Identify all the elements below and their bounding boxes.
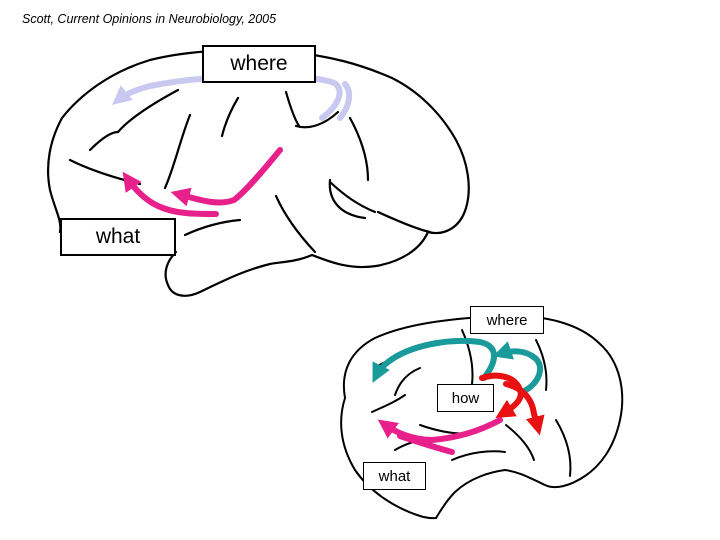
human-where-arrows — [372, 337, 544, 395]
human-how-label: how — [437, 384, 494, 412]
monkey-what-label: what — [60, 218, 176, 256]
monkey-where-label: where — [202, 45, 316, 83]
monkey-brain-outline — [47, 48, 470, 297]
citation-text: Scott, Current Opinions in Neurobiology,… — [22, 12, 277, 26]
human-how-arrows — [479, 372, 545, 436]
human-what-label: what — [363, 462, 426, 490]
monkey-what-arrows — [122, 147, 283, 217]
human-what-arrows — [377, 417, 503, 455]
human-where-label: where — [470, 306, 544, 334]
